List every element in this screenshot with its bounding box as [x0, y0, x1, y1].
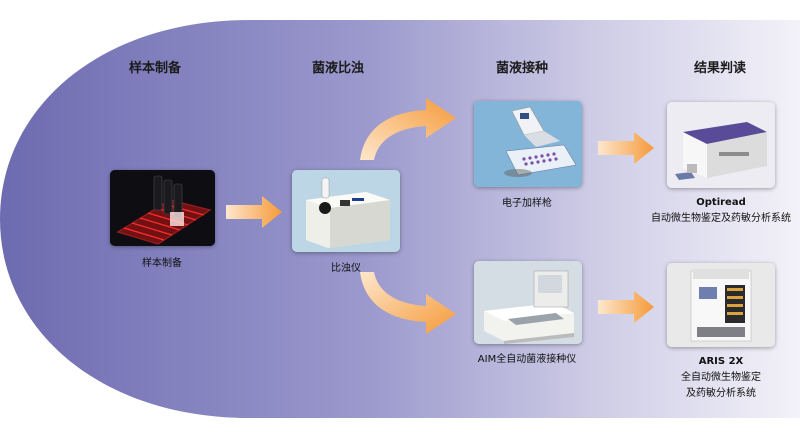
turbidimeter-label: 比浊仪 — [331, 263, 361, 274]
aris-label: ARIS 2X 全自动微生物鉴定 及药敏分析系统 — [681, 354, 761, 402]
turbidimeter-photo — [292, 170, 400, 252]
aris-desc-line1: 全自动微生物鉴定 — [681, 372, 761, 383]
arrow-right-2 — [598, 132, 654, 164]
arrow-curve-up — [360, 98, 456, 160]
pipette-label: 电子加样枪 — [502, 198, 552, 209]
pipette-photo — [474, 101, 582, 187]
aris-photo — [667, 263, 775, 347]
step-title-sample-prep: 样本制备 — [128, 61, 182, 76]
arrow-curve-down — [360, 272, 456, 334]
optiread-photo — [667, 102, 775, 188]
step-title-turbidity: 菌液比浊 — [311, 61, 365, 76]
optiread-label: Optiread 自动微生物鉴定及药敏分析系统 — [651, 195, 791, 227]
sample-prep-photo — [110, 170, 215, 246]
aim-inoculator-label: AIM全自动菌液接种仪 — [477, 354, 577, 365]
optiread-desc: 自动微生物鉴定及药敏分析系统 — [651, 213, 791, 224]
optiread-name: Optiread — [696, 197, 746, 208]
arrow-right-1 — [226, 196, 282, 228]
aris-name: ARIS 2X — [698, 356, 744, 367]
aim-inoculator-photo — [474, 261, 582, 344]
aris-desc-line2: 及药敏分析系统 — [686, 388, 756, 399]
step-title-results: 结果判读 — [693, 61, 747, 76]
step-title-inoculation: 菌液接种 — [495, 61, 549, 76]
arrow-right-3 — [598, 291, 654, 323]
sample-prep-label: 样本制备 — [142, 258, 182, 269]
